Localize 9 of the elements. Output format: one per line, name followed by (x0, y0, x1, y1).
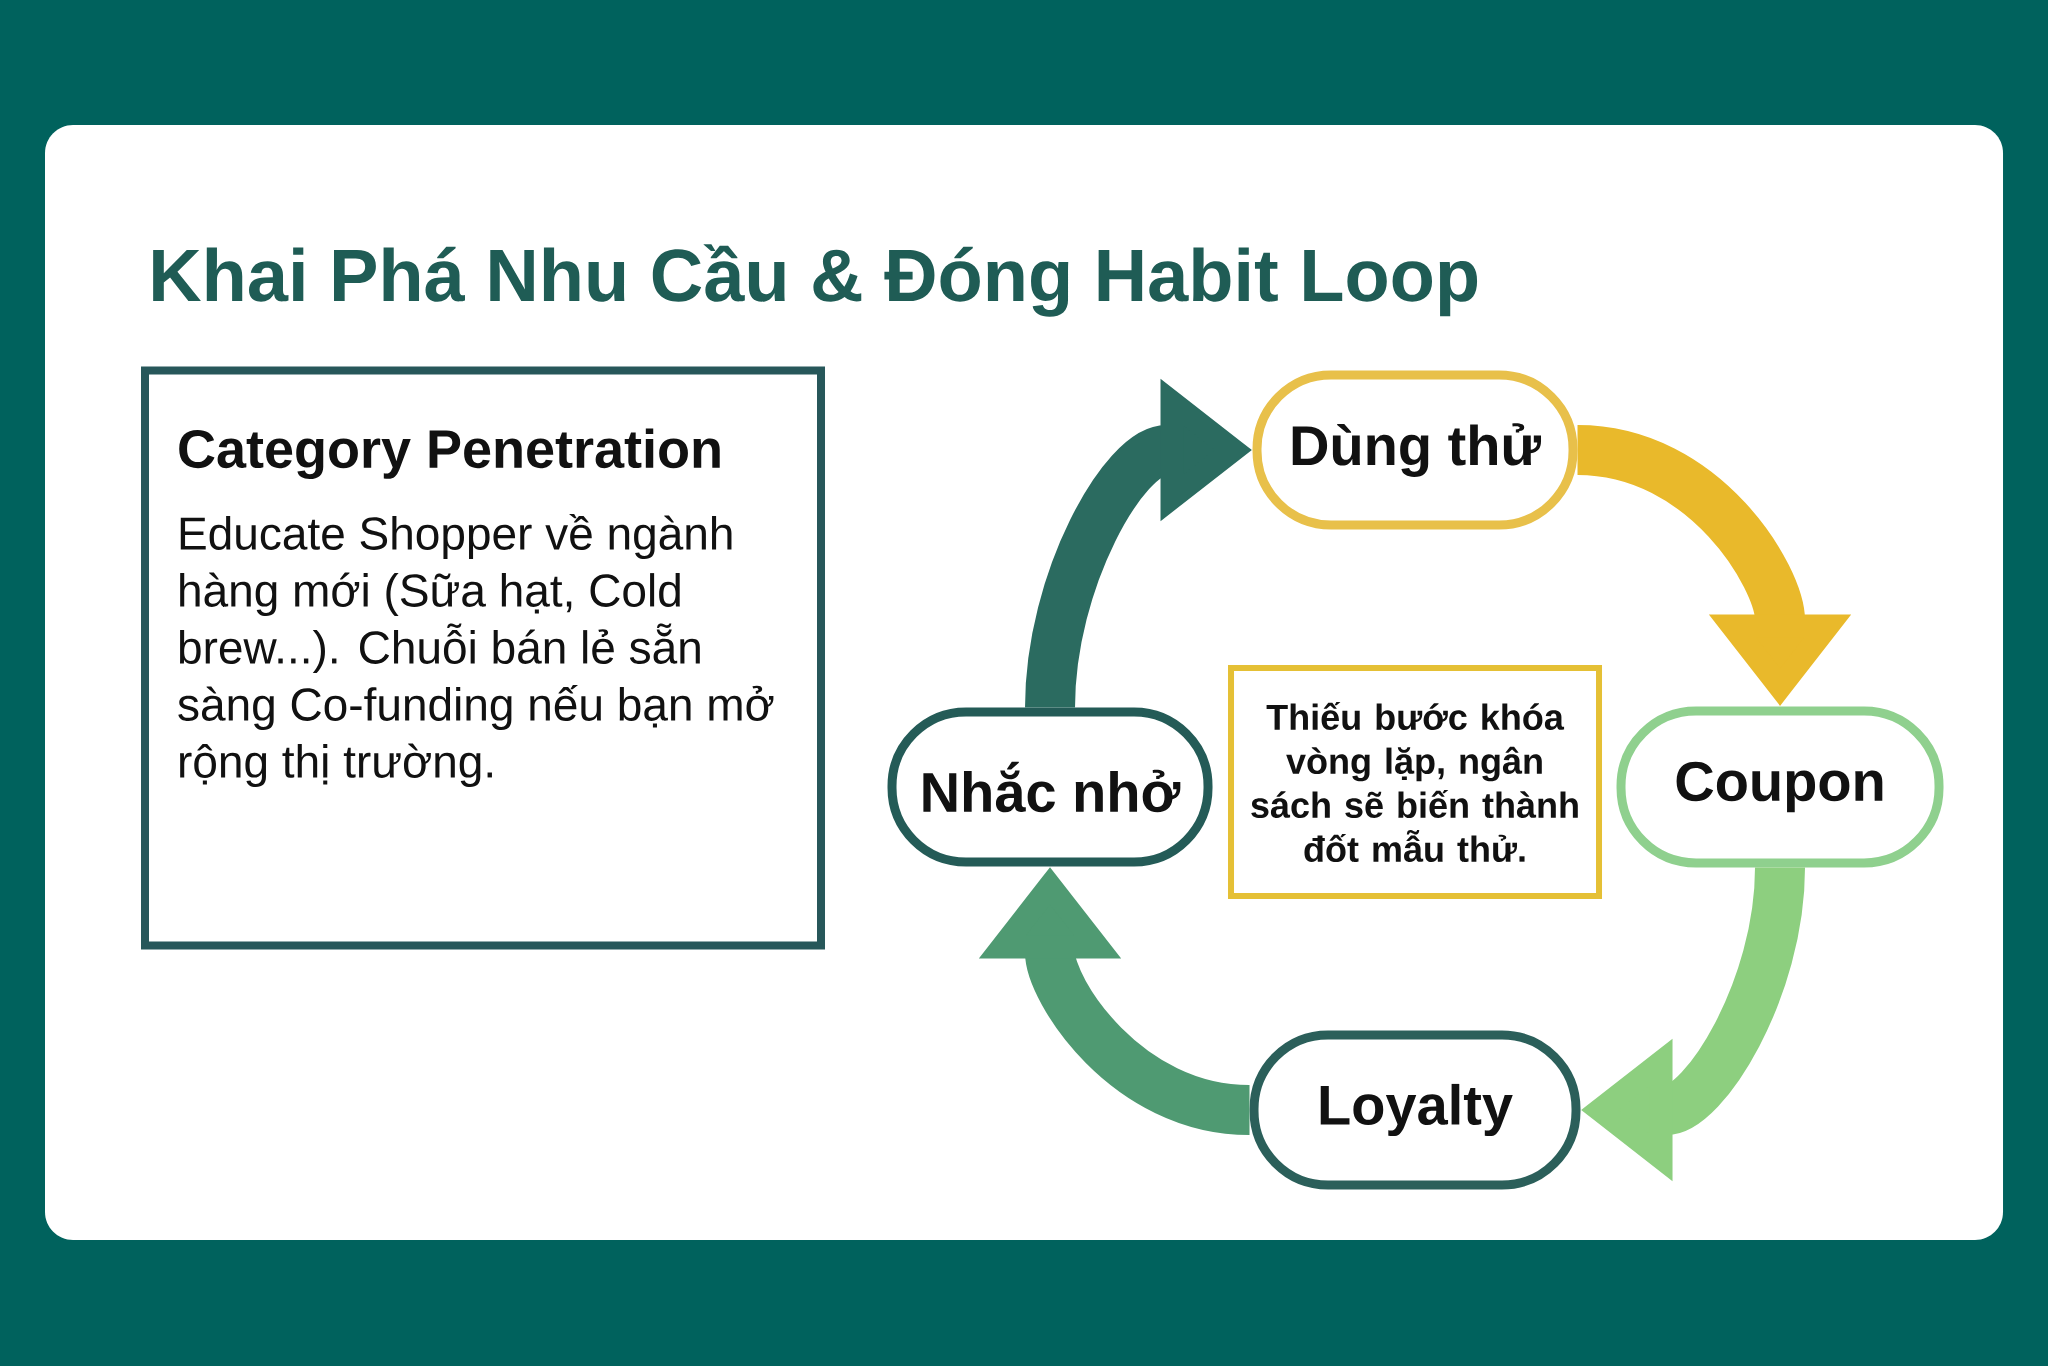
step-box: Coupon (1616, 706, 1944, 868)
panel-heading: Category Penetration (179, 428, 720, 480)
step-box: Loyalty (1249, 1030, 1581, 1190)
text-panel (141, 366, 825, 950)
title: Khai Phá Nhu Cầu & Đóng Habit Loop (153, 244, 1478, 317)
panel-text: Educate Shopper về ngành hàng mới (Sữa hạt, Cold brew...). Chuỗi bán lẻ sẵn sàng Co-funding nếu bạn mở rộng thị trường. (178, 514, 774, 787)
note-box: Thiếu bước khóa vòng lặp, ngân sách sẽ biến thành đốt mẫu thử. (1228, 665, 1602, 899)
step-box: Nhắc nhở (887, 707, 1213, 867)
step-box: Dùng thử (1252, 370, 1578, 530)
